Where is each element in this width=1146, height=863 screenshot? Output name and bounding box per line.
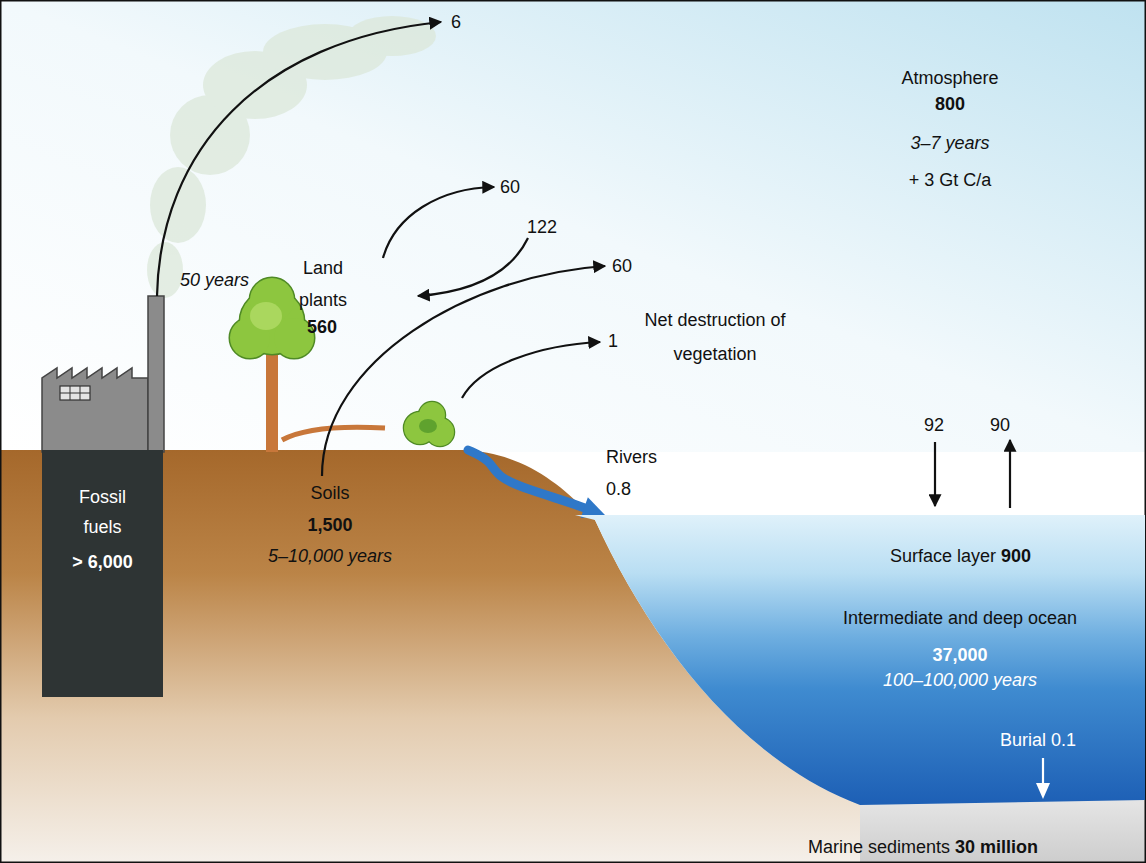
reservoir-label: Land plants bbox=[299, 252, 347, 316]
carbon-stock: 30 million bbox=[955, 836, 1038, 858]
flux-number: 1 bbox=[608, 330, 618, 352]
tree-part bbox=[266, 340, 278, 452]
flux-arrow-part bbox=[322, 266, 605, 476]
reservoir-label: Marine sediments bbox=[808, 836, 950, 858]
flux-arrow-part bbox=[418, 238, 528, 296]
flux-arrow-part bbox=[1009, 440, 1011, 508]
bush-part bbox=[419, 419, 437, 433]
reservoir-label: Intermediate and deep ocean bbox=[843, 607, 1077, 629]
flux-arrow-part bbox=[157, 22, 441, 296]
burial-arrowhead bbox=[1036, 783, 1050, 799]
carbon-stock: 800 bbox=[935, 93, 965, 115]
flux-arrow-part bbox=[462, 342, 600, 398]
ocean-water bbox=[575, 515, 1145, 805]
flux-label: Rivers 0.8 bbox=[606, 441, 657, 505]
bush bbox=[404, 402, 454, 446]
smoke-plume bbox=[147, 16, 436, 298]
sky-part bbox=[0, 0, 1146, 452]
flux-arrow bbox=[157, 22, 1010, 508]
flux-number: 60 bbox=[500, 176, 520, 198]
ocean-body: Surface layer900Intermediate and deep oc… bbox=[560, 515, 1145, 805]
carbon-stock: > 6,000 bbox=[72, 551, 133, 573]
residence-time: 100–100,000 years bbox=[883, 669, 1037, 691]
burial-arrow bbox=[1042, 758, 1044, 785]
flux-label: Burial 0.1 bbox=[1000, 729, 1076, 751]
carbon-stock: 1,500 bbox=[307, 514, 352, 536]
flux-arrow-part bbox=[383, 187, 494, 258]
residence-time: 3–7 years bbox=[910, 132, 989, 154]
reservoir-label: Surface layer bbox=[890, 545, 996, 567]
flux-number: 60 bbox=[612, 255, 632, 277]
fossil-fuel-box: Fossil fuels > 6,000 bbox=[42, 450, 163, 697]
reservoir-label: Atmosphere bbox=[901, 67, 998, 89]
smoke-plume-part bbox=[150, 167, 206, 243]
tree-part bbox=[250, 302, 282, 330]
river-flow bbox=[468, 450, 605, 518]
ocean-shape bbox=[560, 515, 1145, 805]
reservoir-label: Soils bbox=[310, 482, 349, 504]
flux-number: 92 bbox=[924, 414, 944, 436]
art-part bbox=[404, 402, 454, 446]
factory-building-part bbox=[42, 368, 148, 452]
art-part bbox=[404, 402, 454, 446]
carbon-stock: 37,000 bbox=[932, 644, 987, 666]
river-path bbox=[468, 450, 586, 508]
residence-time: 5–10,000 years bbox=[268, 545, 392, 567]
flux-number: 122 bbox=[527, 216, 557, 238]
factory-building-part bbox=[148, 296, 164, 452]
factory-building-part bbox=[60, 386, 90, 400]
flux-number: 90 bbox=[990, 414, 1010, 436]
residence-time: 50 years bbox=[180, 269, 249, 291]
flux-arrow-part bbox=[934, 442, 936, 506]
carbon-stock: 900 bbox=[1001, 545, 1031, 567]
soil-ground: Soils 1,500 5–10,000 years Fossil fuels > 6,… bbox=[0, 450, 600, 863]
carbon-stock: 560 bbox=[307, 316, 337, 338]
factory-building bbox=[42, 296, 164, 452]
reservoir-label: Fossil fuels bbox=[79, 482, 126, 542]
flux-label: Net destruction of vegetation bbox=[633, 303, 798, 371]
smoke-plume-part bbox=[348, 16, 436, 56]
growth-rate: + 3 Gt C/a bbox=[909, 169, 992, 191]
factory-building-part bbox=[60, 386, 90, 400]
sky bbox=[0, 0, 1146, 452]
smoke-plume-part bbox=[147, 242, 183, 298]
flux-number: 6 bbox=[451, 11, 461, 33]
tree-part bbox=[282, 427, 385, 440]
